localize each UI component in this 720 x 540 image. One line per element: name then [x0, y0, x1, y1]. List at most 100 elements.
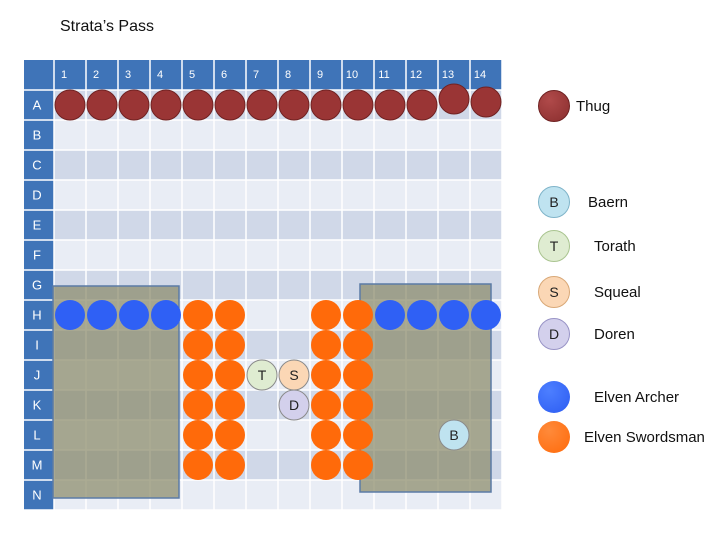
column-label-11: 11: [378, 69, 389, 81]
row-label-a: A: [33, 98, 42, 113]
baern-token-letter: B: [449, 427, 458, 443]
torath-token-icon: T: [538, 230, 570, 262]
elven-swordsman-token[interactable]: [183, 450, 213, 480]
row-label-l: L: [33, 428, 40, 443]
elven-archer-token[interactable]: [55, 300, 85, 330]
thug-token[interactable]: [86, 89, 118, 121]
row-label-g: G: [32, 278, 42, 293]
elven-swordsman-token[interactable]: [311, 330, 341, 360]
legend-swordsman: Elven Swordsman: [538, 421, 705, 453]
row-label-f: F: [33, 248, 41, 263]
elven-swordsman-token[interactable]: [311, 450, 341, 480]
elven-swordsman-token[interactable]: [183, 390, 213, 420]
thug-token[interactable]: [342, 89, 374, 121]
thug-token[interactable]: [118, 89, 150, 121]
thug-token[interactable]: [278, 89, 310, 121]
map-title: Strata’s Pass: [60, 18, 154, 35]
elven-swordsman-token[interactable]: [183, 420, 213, 450]
elven-swordsman-token[interactable]: [215, 450, 245, 480]
legend-doren-label: Doren: [594, 325, 635, 343]
elven-swordsman-token[interactable]: [311, 360, 341, 390]
row-label-h: H: [32, 308, 41, 323]
squeal-token-icon: S: [538, 276, 570, 308]
elven-archer-token[interactable]: [471, 300, 501, 330]
thug-token-icon: [538, 90, 570, 122]
thug-token[interactable]: [54, 89, 86, 121]
elven-swordsman-token[interactable]: [183, 300, 213, 330]
elven-swordsman-token[interactable]: [311, 420, 341, 450]
column-header-bar: [24, 60, 502, 90]
elven-swordsman-token[interactable]: [311, 300, 341, 330]
thug-token[interactable]: [246, 89, 278, 121]
thug-token[interactable]: [374, 89, 406, 121]
legend-swordsman-label: Elven Swordsman: [584, 428, 705, 446]
legend-torath: T Torath: [538, 230, 636, 262]
baern-token-icon: B: [538, 186, 570, 218]
elven-swordsman-token[interactable]: [215, 390, 245, 420]
elven-swordsman-token[interactable]: [215, 360, 245, 390]
thug-token[interactable]: [182, 89, 214, 121]
row-label-k: K: [33, 398, 42, 413]
thug-token[interactable]: [214, 89, 246, 121]
elven-archer-token[interactable]: [439, 300, 469, 330]
column-label-10: 10: [346, 69, 358, 81]
column-label-1: 1: [61, 69, 67, 81]
column-label-7: 7: [253, 69, 259, 81]
torath-token-letter: T: [258, 367, 267, 383]
legend-baern: B Baern: [538, 186, 628, 218]
elven-archer-token[interactable]: [119, 300, 149, 330]
column-label-9: 9: [317, 69, 323, 81]
elven-swordsman-token[interactable]: [215, 330, 245, 360]
row-header-bar: [24, 60, 54, 510]
baern-token[interactable]: [438, 419, 470, 451]
column-label-2: 2: [93, 69, 99, 81]
elven-archer-token[interactable]: [407, 300, 437, 330]
torath-token[interactable]: [246, 359, 278, 391]
thug-token[interactable]: [470, 86, 502, 118]
column-label-8: 8: [285, 69, 291, 81]
elven-swordsman-token[interactable]: [343, 300, 373, 330]
doren-token[interactable]: [278, 389, 310, 421]
elven-swordsman-token[interactable]: [183, 360, 213, 390]
elven-archer-token[interactable]: [375, 300, 405, 330]
doren-token-letter: D: [289, 397, 299, 413]
column-label-4: 4: [157, 69, 163, 81]
elven-swordsman-token[interactable]: [311, 390, 341, 420]
legend-torath-label: Torath: [594, 237, 636, 255]
elven-swordsman-token[interactable]: [343, 330, 373, 360]
row-label-i: I: [35, 338, 39, 353]
elven-swordsman-token[interactable]: [215, 420, 245, 450]
elven-swordsman-token[interactable]: [343, 390, 373, 420]
thug-token[interactable]: [406, 89, 438, 121]
doren-token-icon: D: [538, 318, 570, 350]
elven-archer-token[interactable]: [87, 300, 117, 330]
legend-archer: Elven Archer: [538, 381, 679, 413]
legend-baern-label: Baern: [588, 193, 629, 211]
column-label-3: 3: [125, 69, 131, 81]
thug-token[interactable]: [438, 83, 470, 115]
elven-swordsman-token[interactable]: [343, 450, 373, 480]
row-label-m: M: [32, 458, 43, 473]
elven-swordsman-token[interactable]: [183, 330, 213, 360]
legend-squeal: S Squeal: [538, 276, 641, 308]
column-label-13: 13: [442, 69, 454, 81]
elven-swordsman-token[interactable]: [343, 360, 373, 390]
elven-swordsman-token[interactable]: [343, 420, 373, 450]
elven-swordsman-token[interactable]: [215, 300, 245, 330]
elven-swordsman-token-icon: [538, 421, 570, 453]
row-label-n: N: [32, 488, 41, 503]
thug-token[interactable]: [310, 89, 342, 121]
elven-archer-token[interactable]: [151, 300, 181, 330]
thug-token[interactable]: [150, 89, 182, 121]
column-label-12: 12: [410, 69, 422, 81]
row-label-e: E: [33, 218, 42, 233]
legend-squeal-label: Squeal: [594, 283, 641, 301]
column-label-5: 5: [189, 69, 195, 81]
legend-archer-label: Elven Archer: [594, 388, 680, 406]
elven-archer-token-icon: [538, 381, 570, 413]
row-label-b: B: [33, 128, 42, 143]
legend-doren: D Doren: [538, 318, 635, 350]
